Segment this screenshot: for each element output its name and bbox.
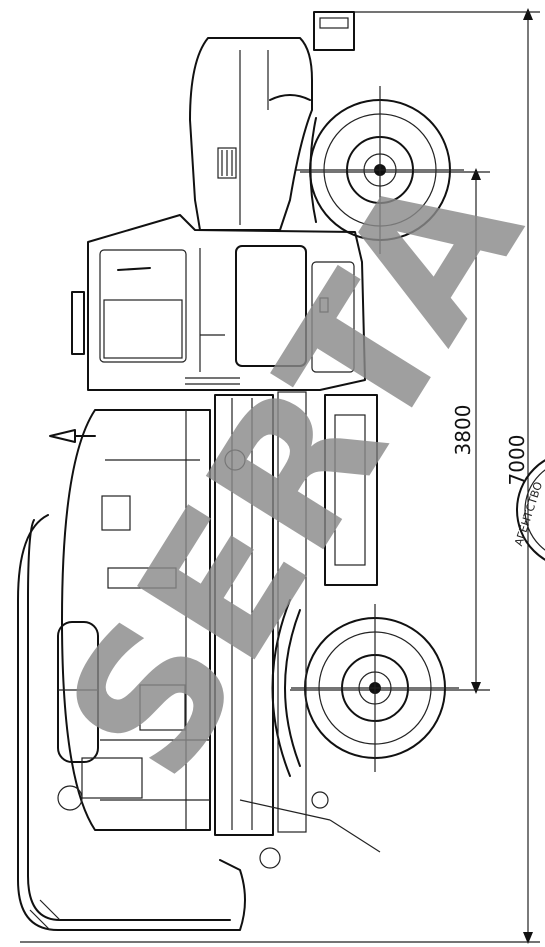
tank-body [61, 409, 246, 831]
front-wheel [296, 86, 464, 254]
cab [71, 214, 366, 391]
rear-equipment [57, 757, 381, 869]
side-cylinder [57, 621, 99, 763]
front-nozzle [49, 429, 96, 443]
suction-hose [17, 514, 246, 931]
watermark: SERTA [23, 132, 545, 814]
wheelbase-label: 3800 [451, 405, 475, 456]
front-bumper [313, 11, 355, 51]
wheelbase-dimension [290, 168, 490, 694]
overall-length-label: 7000 [505, 435, 529, 486]
engine-hood [189, 37, 313, 231]
